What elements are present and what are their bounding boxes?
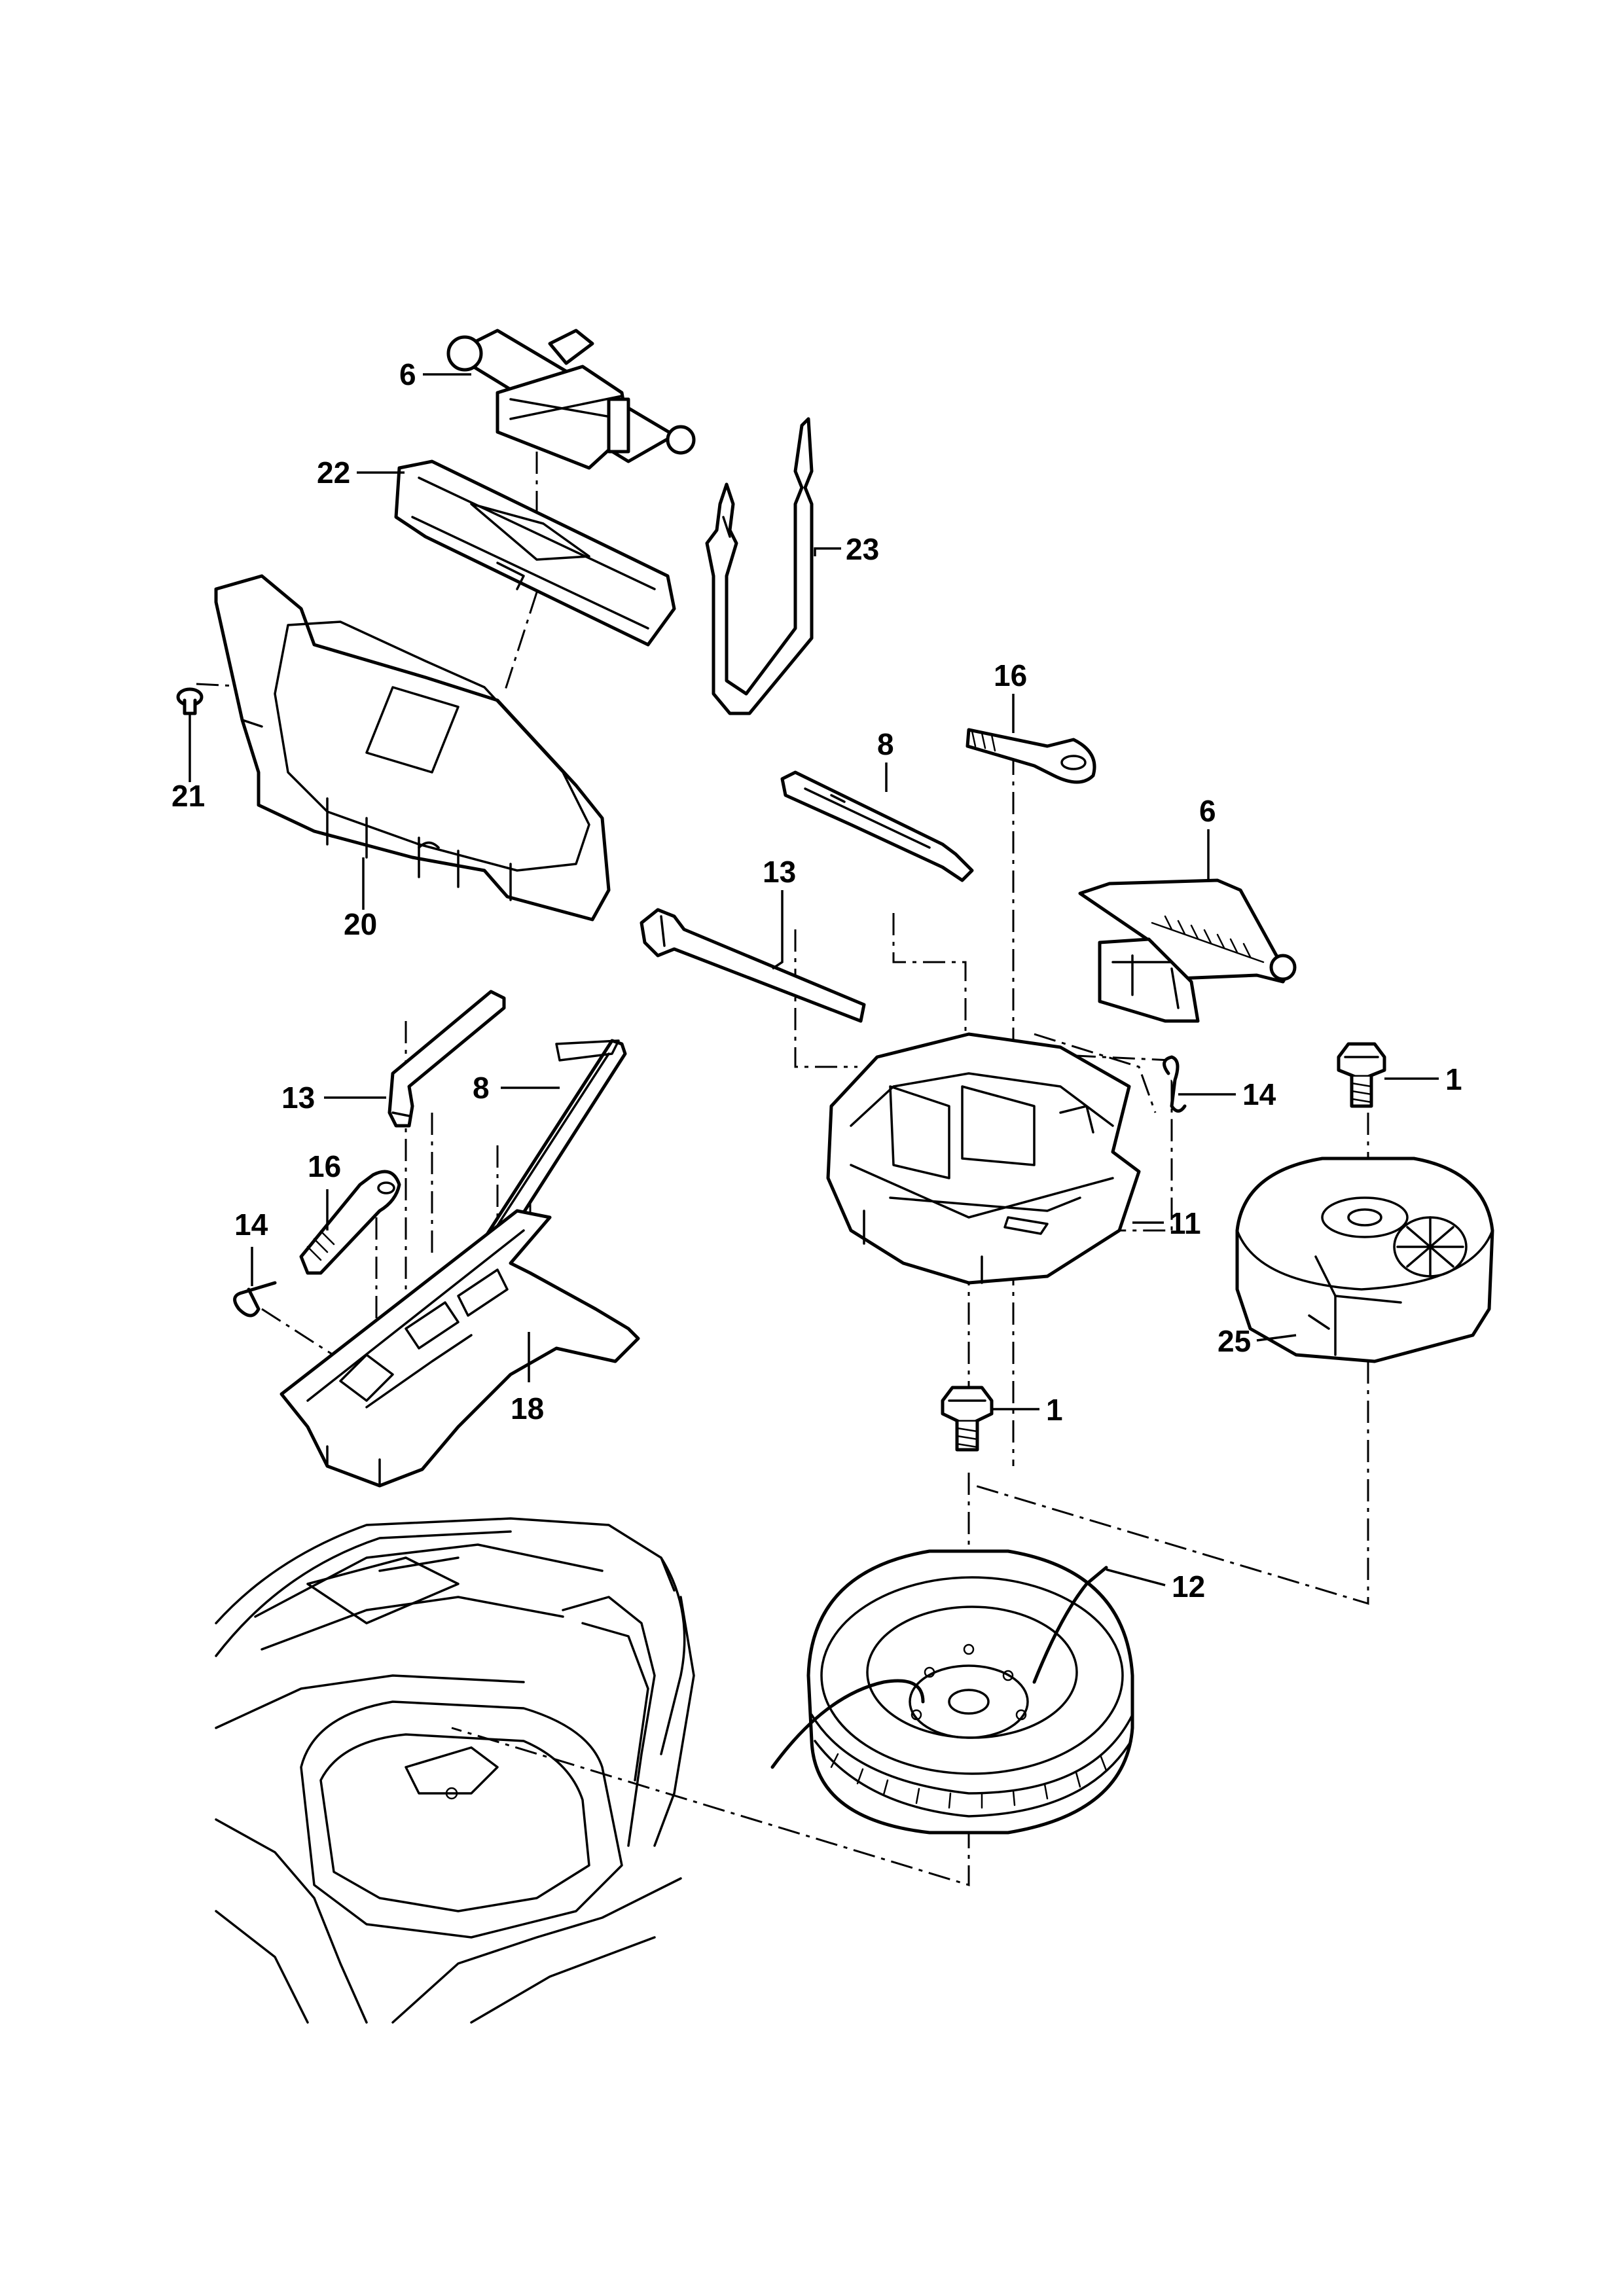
hook-tool-upper — [780, 770, 974, 882]
callout-foam-tray-wheel: 25 — [1218, 1324, 1251, 1358]
callout-floor-tray: 18 — [511, 1391, 544, 1426]
spring-clip-upper — [1163, 1055, 1187, 1113]
scissor-jack-right — [1078, 878, 1297, 1023]
side-trim-panel — [214, 574, 611, 922]
callout-hook-tool-upper: 8 — [877, 727, 894, 761]
callout-towing-eye-upper: 16 — [994, 658, 1027, 692]
towing-eye-lower — [299, 1170, 401, 1275]
callout-wrench-bar: 23 — [846, 532, 879, 566]
callout-foam-tray-center: 11 — [1169, 1206, 1201, 1240]
callout-wrench-lower: 13 — [281, 1081, 315, 1115]
trunk-outline — [215, 1517, 695, 2024]
floor-tool-tray — [280, 1209, 640, 1488]
callout-jack-tray: 22 — [317, 456, 350, 490]
callout-wrench-upper: 13 — [763, 855, 796, 889]
callout-compressor-hose: 12 — [1172, 1570, 1205, 1604]
towing-eye-upper — [965, 728, 1096, 784]
retaining-bolt-right — [1337, 1042, 1386, 1108]
callout-bolt-center: 1 — [1046, 1393, 1063, 1427]
callout-side-panel-fastener: 21 — [171, 779, 205, 813]
callout-hook-tool-lower: 8 — [473, 1071, 490, 1105]
callout-jack-right: 6 — [1199, 794, 1216, 828]
callout-clip-lower: 14 — [234, 1208, 268, 1242]
leader-lines — [189, 373, 1439, 1587]
callout-labels: 6 22 23 21 20 16 8 13 6 1 14 11 25 13 8 … — [171, 357, 1462, 1604]
callout-side-panel: 20 — [344, 907, 377, 941]
spring-clip-lower — [233, 1281, 277, 1318]
callout-clip-upper: 14 — [1242, 1077, 1276, 1111]
scissor-jack-top — [446, 329, 696, 470]
wrench-bar — [705, 417, 814, 715]
callout-jack-top: 6 — [399, 357, 416, 391]
lug-wrench-lower — [388, 990, 506, 1128]
lug-wrench-upper — [640, 908, 866, 1023]
push-fastener — [176, 687, 204, 715]
callout-towing-eye-lower: 16 — [308, 1149, 341, 1183]
retaining-bolt-center — [941, 1386, 994, 1452]
tool-foam-tray — [826, 1032, 1141, 1285]
wheel-foam-insert — [1235, 1157, 1494, 1363]
jack-tray — [394, 459, 676, 647]
spare-wheel — [770, 1549, 1134, 1835]
callout-bolt-right: 1 — [1445, 1062, 1462, 1096]
